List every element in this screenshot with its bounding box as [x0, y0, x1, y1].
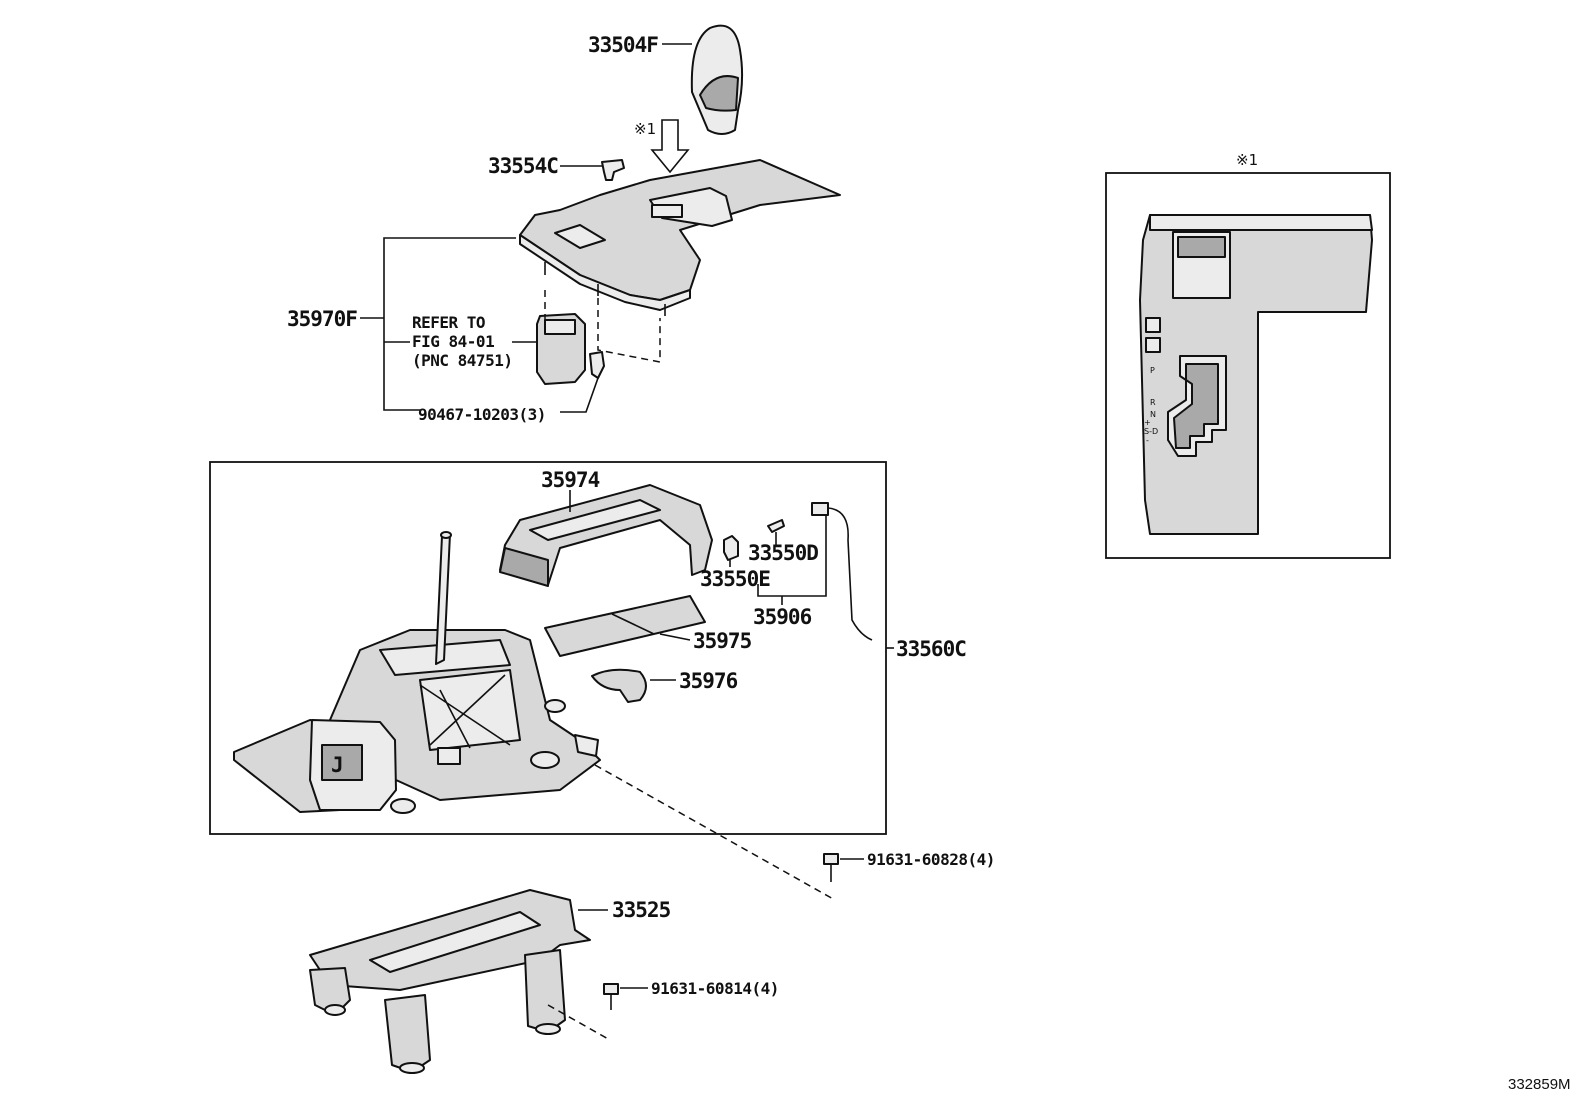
detent-plate — [591, 668, 647, 703]
plug-part — [601, 159, 625, 181]
label-33560C: 33560C — [896, 637, 966, 661]
label-33550E: 33550E — [700, 567, 770, 591]
refer-line-1: REFER TO — [412, 313, 485, 332]
bracket-35970F — [383, 237, 516, 411]
gate-label-P: P — [1150, 366, 1155, 375]
inset-title: ※1 — [1236, 151, 1258, 169]
label-35976: 35976 — [679, 669, 738, 693]
label-33525: 33525 — [612, 898, 671, 922]
shift-lever-housing: J — [233, 629, 601, 814]
label-33550D: 33550D — [748, 541, 818, 565]
switch-part — [536, 313, 586, 385]
label-91631-60828: 91631-60828(4) — [867, 850, 995, 869]
view-arrow — [650, 119, 690, 174]
bracket-35906 — [757, 515, 827, 597]
inset-panel-drawing — [1139, 214, 1373, 535]
label-35975: 35975 — [693, 629, 752, 653]
bolt-lower — [603, 983, 619, 1010]
label-35970F: 35970F — [287, 307, 357, 331]
inset-frame — [1105, 172, 1391, 559]
label-35974: 35974 — [541, 468, 600, 492]
bulb-d — [767, 519, 785, 533]
bolt-upper — [823, 853, 839, 882]
wire-harness — [811, 502, 873, 641]
view-marker: ※1 — [634, 120, 656, 138]
assembly-dash-lower — [594, 764, 836, 901]
gate-label-SD: S-D — [1144, 427, 1158, 436]
svg-text:J: J — [331, 753, 343, 777]
label-33504F: 33504F — [588, 33, 658, 57]
assembly-dash-upper — [544, 290, 661, 363]
refer-line-3: (PNC 84751) — [412, 351, 512, 370]
label-35906: 35906 — [753, 605, 812, 629]
slide-plate — [544, 595, 706, 657]
support-bracket — [309, 889, 591, 1074]
refer-line-2: FIG 84-01 — [412, 332, 494, 351]
indicator-housing — [499, 484, 713, 587]
console-panel — [519, 159, 841, 316]
clip-part — [589, 351, 605, 379]
leader-35975 — [659, 633, 691, 641]
gate-label-minus: - — [1146, 436, 1149, 445]
gate-label-plus: + — [1144, 418, 1151, 427]
gate-label-R: R — [1150, 398, 1156, 407]
shift-knob — [690, 24, 744, 135]
label-91631-60814: 91631-60814(4) — [651, 979, 779, 998]
label-33554C: 33554C — [488, 154, 558, 178]
bulb-e — [723, 535, 739, 561]
leader-clip — [560, 377, 599, 413]
shift-lever-rod — [435, 531, 452, 665]
gate-label-N: N — [1150, 410, 1156, 419]
diagram-number: 332859M — [1508, 1076, 1571, 1093]
label-90467-10203: 90467-10203(3) — [418, 405, 546, 424]
